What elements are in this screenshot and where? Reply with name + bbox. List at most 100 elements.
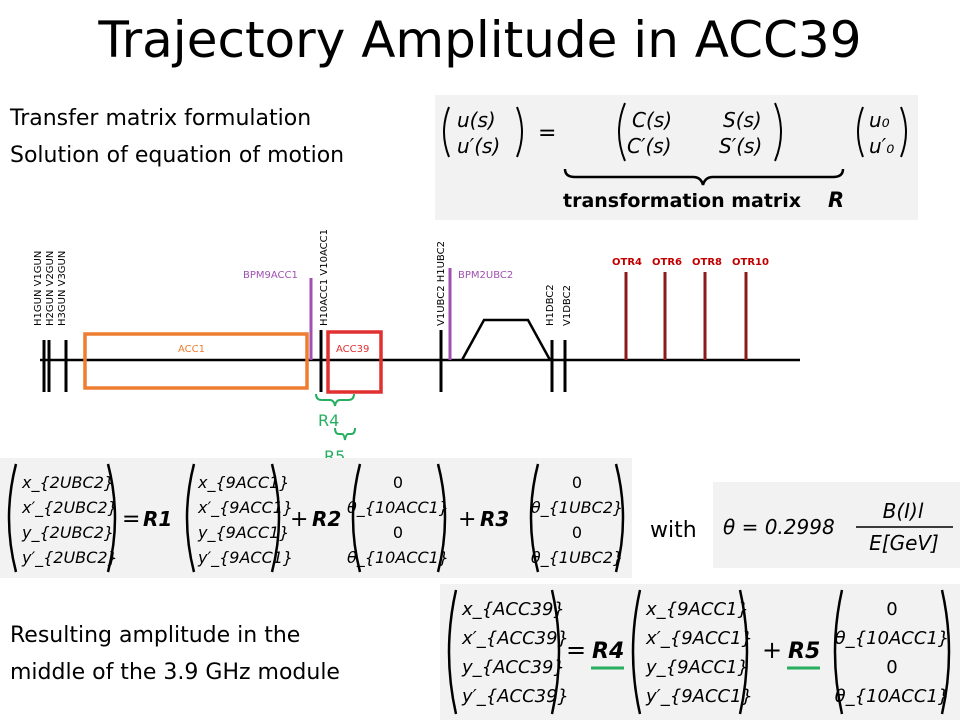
propagation-equation: x_{2UBC2} x′_{2UBC2} y_{2UBC2} y′_{2UBC2…	[0, 458, 632, 578]
bunch-compressor-chicane	[460, 318, 552, 361]
result-line-2: middle of the 3.9 GHz module	[10, 660, 340, 685]
intro-line-2: Solution of equation of motion	[10, 143, 345, 168]
paren	[436, 463, 447, 573]
prop-lhs-2: y_{2UBC2}	[21, 523, 114, 543]
matrix-sp: S′(s)	[719, 134, 762, 158]
paren	[774, 102, 782, 162]
prop-op-plus2: +	[458, 507, 476, 532]
otr4-label: OTR4	[612, 257, 642, 268]
eq-lhs-0: u(s)	[457, 108, 496, 132]
paren	[631, 589, 642, 715]
paren	[614, 463, 625, 573]
prop-v3-3: θ_{1UBC2}	[531, 548, 623, 568]
res-op-r4: R4	[592, 639, 624, 664]
paren	[443, 106, 450, 158]
eq-rhs-1: u′₀	[869, 134, 894, 158]
bpm9acc1-label: BPM9ACC1	[243, 270, 298, 281]
intro-text: Transfer matrix formulation Solution of …	[10, 100, 344, 174]
paren	[106, 463, 117, 573]
result-line-1: Resulting amplitude in the	[10, 623, 301, 648]
eq-rhs-0: u₀	[869, 108, 890, 132]
prop-op-eq: =	[122, 507, 140, 532]
matrix-c: C(s)	[632, 108, 672, 132]
paren	[516, 106, 523, 158]
eq-lhs-1: u′(s)	[457, 134, 500, 158]
prop-v1-2: y_{9ACC1}	[197, 523, 289, 543]
res-op-plus: +	[762, 636, 782, 664]
paren	[351, 463, 362, 573]
label-corr-ubc2: V1UBC2 H1UBC2	[436, 241, 447, 326]
prop-v2-0: 0	[393, 473, 403, 492]
result-equation-svg: x_{ACC39} x′_{ACC39} y_{ACC39} y′_{ACC39…	[447, 589, 951, 715]
prop-v2-2: 0	[393, 523, 403, 542]
r4-label: R4	[318, 411, 339, 430]
result-text: Resulting amplitude in the middle of the…	[10, 617, 340, 691]
res-v2-2: 0	[886, 657, 897, 678]
prop-v1-3: y′_{9ACC1}	[197, 548, 293, 568]
prop-v3-2: 0	[572, 523, 582, 542]
res-v1-3: y′_{9ACC1}	[645, 686, 753, 707]
paren	[857, 106, 864, 158]
paren	[7, 463, 18, 573]
prop-op-r3: R3	[480, 507, 509, 531]
res-lhs-2: y_{ACC39}	[461, 657, 565, 678]
prop-lhs-0: x_{2UBC2}	[21, 473, 114, 493]
otr10-label: OTR10	[732, 257, 769, 268]
underbrace	[563, 168, 845, 186]
paren	[529, 463, 540, 573]
otr8-label: OTR8	[692, 257, 722, 268]
paren	[738, 589, 749, 715]
label-corr-gun-3: H3GUN V3GUN	[57, 251, 68, 326]
prop-v3-0: 0	[572, 473, 582, 492]
res-lhs-0: x_{ACC39}	[461, 599, 565, 620]
label-corr-dbc2-1: H1DBC2	[545, 284, 556, 326]
label-corr-gun-1: H1GUN V1GUN	[33, 251, 44, 326]
prop-op-r1: R1	[143, 507, 172, 531]
res-v2-0: 0	[886, 599, 897, 620]
r4-brace	[315, 393, 355, 407]
acc1-module	[83, 332, 309, 390]
prop-v3-1: θ_{1UBC2}	[531, 498, 623, 518]
prop-lhs-3: y′_{2UBC2}	[21, 548, 118, 568]
res-op-r5: R5	[788, 639, 820, 664]
prop-op-r2: R2	[312, 507, 341, 531]
paren	[940, 589, 951, 715]
paren	[550, 589, 561, 715]
theta-lhs: θ = 0.2998	[723, 515, 835, 539]
result-equation: x_{ACC39} x′_{ACC39} y_{ACC39} y′_{ACC39…	[440, 584, 960, 720]
brace-label: transformation matrix	[563, 190, 801, 212]
prop-lhs-1: x′_{2UBC2}	[21, 498, 118, 518]
paren	[900, 106, 907, 158]
slide-title: Trajectory Amplitude in ACC39	[98, 11, 862, 69]
bpm2ubc2-label: BPM2UBC2	[458, 270, 513, 281]
res-v1-1: x′_{9ACC1}	[645, 628, 753, 649]
intro-line-1: Transfer matrix formulation	[10, 106, 312, 131]
prop-v1-0: x_{9ACC1}	[197, 473, 289, 493]
res-v1-0: x_{9ACC1}	[645, 599, 749, 620]
theta-equation: θ = 0.2998 B(I)l E[GeV]	[713, 482, 960, 568]
brace-symbol: R	[828, 188, 844, 212]
res-op-eq: =	[566, 636, 586, 664]
beamline-diagram: H1GUN V1GUN H2GUN V2GUN H3GUN V3GUN ACC1…	[33, 229, 800, 466]
acc39-module	[326, 330, 383, 394]
otr6-label: OTR6	[652, 257, 682, 268]
res-lhs-1: x′_{ACC39}	[461, 628, 569, 649]
res-lhs-3: y′_{ACC39}	[461, 686, 569, 707]
label-corr-gun-2: H2GUN V2GUN	[45, 251, 56, 326]
prop-v1-1: x′_{9ACC1}	[197, 498, 293, 518]
paren	[447, 589, 458, 715]
matrix-cp: C′(s)	[627, 134, 672, 158]
r5-brace	[334, 427, 356, 441]
acc39-label: ACC39	[336, 344, 369, 355]
transfer-matrix-equation: u(s) u′(s) = C(s) S(s) C′(s) S′(s) trans…	[435, 95, 918, 220]
prop-op-plus1: +	[290, 507, 308, 532]
matrix-s: S(s)	[723, 108, 762, 132]
prop-v2-3: θ_{10ACC1}	[347, 548, 449, 568]
with-label: with	[650, 518, 697, 543]
paren	[618, 102, 626, 162]
res-v2-3: θ_{10ACC1}	[835, 686, 950, 707]
label-corr-dbc2-2: V1DBC2	[562, 285, 573, 326]
res-v1-2: y_{9ACC1}	[645, 657, 749, 678]
theta-equation-svg: θ = 0.2998 B(I)l E[GeV]	[723, 499, 953, 555]
transfer-matrix-svg: u(s) u′(s) = C(s) S(s) C′(s) S′(s) trans…	[443, 102, 907, 212]
